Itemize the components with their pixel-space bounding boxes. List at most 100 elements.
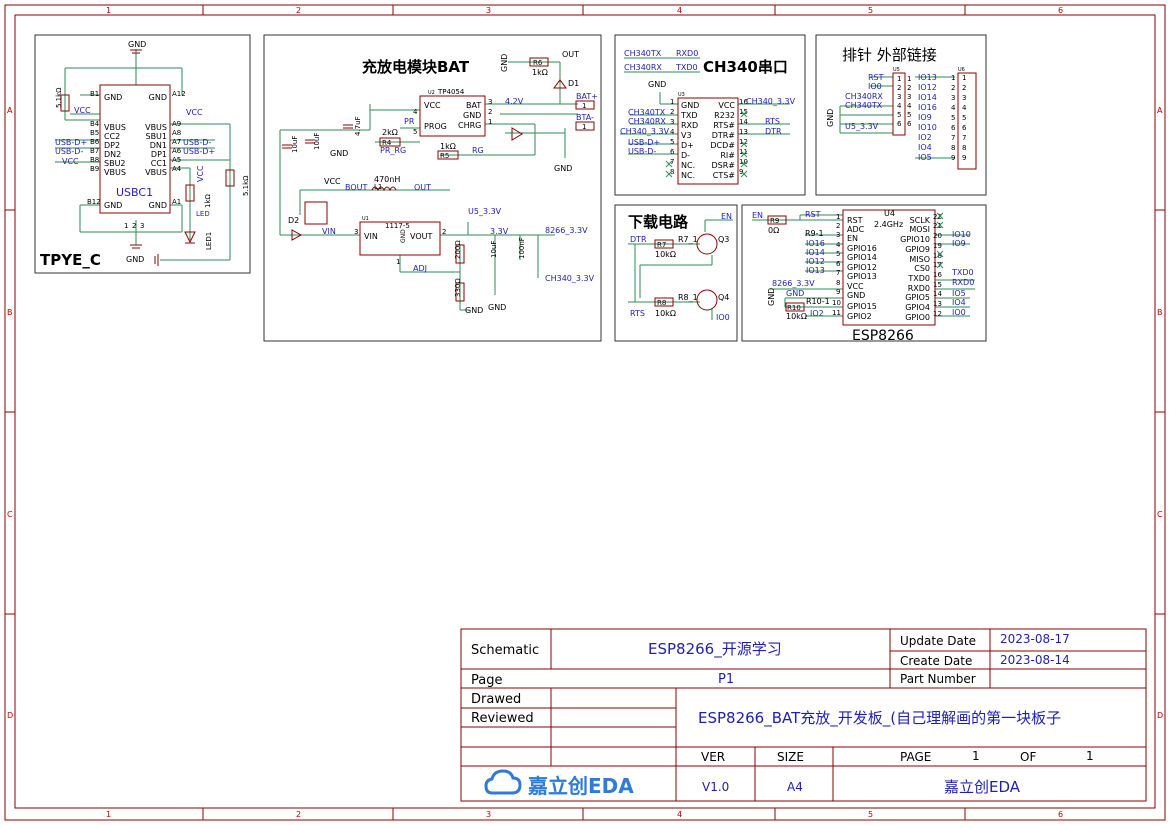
pin-number: 2 (897, 84, 901, 92)
pin-number: 7 (836, 269, 840, 277)
zone-row-label: B (1157, 308, 1163, 317)
net-label: ADJ (413, 264, 427, 273)
net-label: GND (786, 289, 804, 298)
pin-label: NC. (681, 171, 695, 180)
pin-number: A8 (172, 129, 181, 137)
pin-number: 8 (836, 279, 840, 287)
pin-number: A9 (172, 120, 181, 128)
net-label: USB-D+ (55, 138, 87, 147)
ch340-title: CH340串口 (703, 58, 788, 76)
esp-block: EN R9 0Ω RST R9-1 U4 2.4GHz ESP8266 RST … (741, 204, 987, 344)
block-border (815, 34, 987, 196)
net-label: DTR (765, 127, 782, 136)
schematic-label: Schematic (471, 643, 539, 658)
pin-label: CC2 (104, 132, 120, 141)
pin-number: B1 (90, 90, 99, 98)
pin-number: 10 (739, 158, 748, 166)
pin-label: MISO (909, 255, 930, 264)
pin-number: B12 (87, 198, 101, 206)
net-label: CH340TX (845, 101, 883, 110)
resistor-ref: R6 (533, 59, 543, 67)
net-label: IO10 (918, 123, 937, 132)
tp4054-chip (419, 95, 486, 137)
net-label: IO9 (918, 113, 932, 122)
gnd-label: GND (767, 288, 776, 306)
net-label: RXD0 (676, 49, 698, 58)
pin-label: DCD# (710, 141, 735, 150)
pin-number: 3 (962, 94, 966, 102)
net-label: EN (752, 211, 763, 220)
header-left-nets: RST IO0 CH340RX CH340TX U5_3.3V (845, 73, 884, 131)
net-label: DTR (630, 235, 647, 244)
net-label: IO2 (918, 133, 932, 142)
block-border (614, 204, 738, 342)
create-date-value: 2023-08-14 (1000, 653, 1070, 667)
pin-label: RXD0 (908, 284, 930, 293)
pin-number: 3 (897, 93, 901, 101)
net-label: USB-D+ (628, 138, 660, 147)
reviewed-label: Reviewed (471, 711, 534, 726)
resistor-symbol (225, 169, 235, 187)
pin-label: D- (681, 151, 690, 160)
ch340-right-pins: VCC R232 RTS# DTR# DCD# RI# DSR# CTS# (710, 101, 735, 180)
gnd-label: GND (554, 164, 572, 173)
pin-number: 16 (739, 98, 748, 106)
usbc-right-pins: GND VBUS SBU1 DN1 DP1 CC1 VBUS GND (145, 93, 167, 210)
pin-label: VIN (364, 232, 378, 241)
resistor-symbol (437, 150, 459, 160)
pin-label: GPIO10 (900, 235, 930, 244)
net-label: IO13 (918, 73, 937, 82)
net-label: IO13 (806, 266, 825, 275)
led-net-label: LED (196, 210, 210, 218)
pin-label: DN1 (150, 141, 167, 150)
net-label: 8266_3.3V (545, 226, 588, 235)
pin-number: B4 (90, 120, 100, 128)
led-symbol (184, 231, 196, 244)
resistor-value: 10kΩ (655, 250, 676, 259)
pin-label: SBU2 (104, 159, 126, 168)
conn1-pin-numbers-right: 1 2 3 4 5 6 (907, 75, 912, 128)
header-connector-1 (892, 72, 906, 136)
download-title: 下载电路 (628, 213, 689, 231)
pin-number: 21 (933, 222, 942, 230)
resistor-symbol (455, 244, 465, 264)
pin-number: 5 (907, 111, 911, 119)
pin-number: 3 (140, 222, 144, 230)
resistor-ref: R7 (657, 241, 666, 249)
usbc-bottom-pin-numbers: 1 2 3 (124, 222, 144, 230)
net-label: VCC (186, 108, 203, 117)
cap-value: 4.7uF (354, 116, 362, 136)
pin-number: 4 (907, 102, 912, 110)
zone-labels: 1 2 3 4 5 6 1 2 3 4 5 6 A B C D A B C D (7, 6, 1163, 819)
diode-symbol (553, 79, 567, 89)
ver-value: V1.0 (702, 780, 729, 794)
resistor-value: 0Ω (768, 226, 779, 235)
size-value: A4 (787, 780, 803, 794)
zone-col-label: 5 (868, 6, 873, 15)
resistor-ref: R10 (787, 304, 801, 312)
out-label: OUT (562, 50, 579, 59)
pin-label: MOSI (909, 225, 930, 234)
resistor-value: 10kΩ (655, 309, 676, 318)
size-label: SIZE (777, 750, 804, 764)
net-label: PR_RG (380, 146, 406, 155)
net-label: IO0 (716, 313, 730, 322)
pin-number: A1 (172, 198, 181, 206)
pin-label: GND (463, 111, 481, 120)
net-label: VCC (74, 106, 91, 115)
pin-number: 9 (962, 154, 966, 162)
net-label: R10-1 (806, 297, 830, 306)
net-label: IO12 (918, 83, 937, 92)
pin-number: 1 (582, 123, 586, 131)
pin-number: 14 (933, 290, 942, 298)
zone-col-label: 3 (486, 810, 491, 819)
gnd-label: GND (826, 109, 835, 127)
esp-right-pins: SCLK MOSI GPIO10 GPIO9 MISO CS0 TXD0 RXD… (900, 216, 931, 322)
net-label: IO16 (806, 239, 825, 248)
resistor-symbol (654, 239, 674, 249)
pin-number: 5 (670, 138, 674, 146)
zone-col-label: 1 (106, 6, 111, 15)
ch340-left-nets: CH340TX CH340RX CH340_3.3V USB-D+ USB-D- (620, 108, 670, 156)
create-date-label: Create Date (900, 654, 972, 668)
pin-number: 3 (488, 98, 492, 106)
